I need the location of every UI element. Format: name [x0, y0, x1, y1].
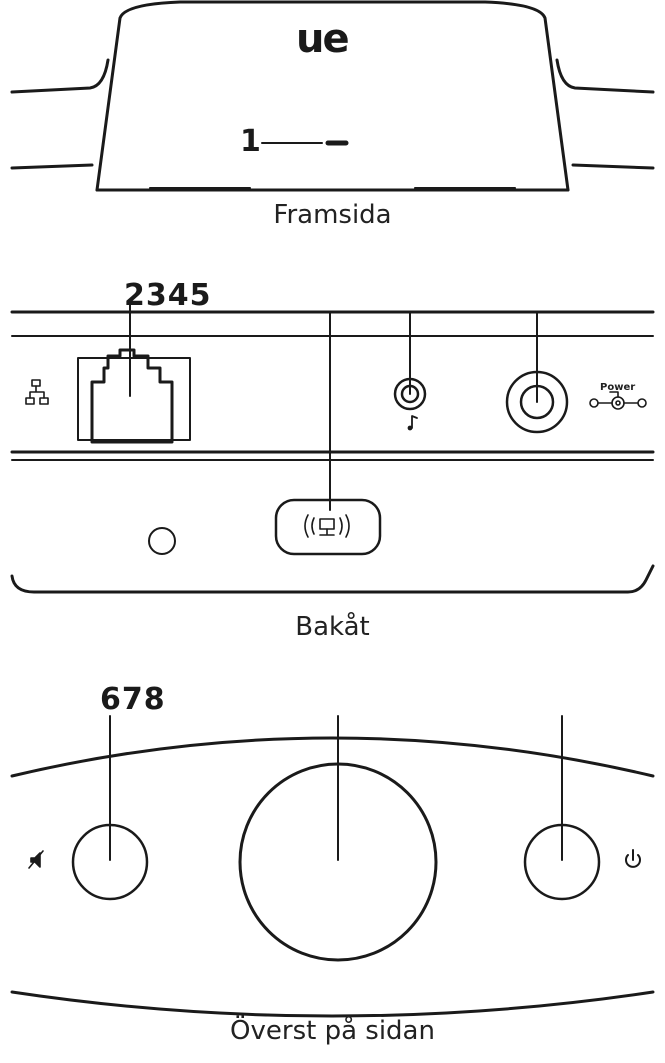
mute-button[interactable] — [71, 823, 149, 901]
front-callout-number: 1 — [240, 124, 262, 159]
ethernet-port[interactable] — [90, 348, 174, 444]
reset-pinhole[interactable] — [148, 527, 176, 555]
wireless-connect-icon — [304, 514, 350, 538]
top-lower-curve — [10, 990, 655, 1018]
top-view — [10, 715, 655, 1018]
audio-jack[interactable] — [393, 377, 427, 411]
front-left-strap-lower — [10, 163, 94, 170]
wireless-connect-button[interactable] — [274, 498, 382, 556]
back-lower-body — [10, 564, 655, 594]
power-icon — [625, 849, 641, 868]
top-upper-curve — [10, 736, 655, 778]
top-caption: Överst på sidan — [230, 1016, 435, 1046]
mute-icon — [28, 850, 44, 869]
volume-wheel[interactable] — [238, 762, 438, 962]
power-label: Power — [600, 382, 636, 393]
ue-logo: ue — [296, 16, 350, 62]
power-button[interactable] — [523, 823, 601, 901]
audio-note-icon — [407, 415, 418, 431]
power-jack[interactable] — [505, 370, 569, 434]
front-left-strap — [10, 58, 110, 94]
front-right-strap — [555, 58, 655, 94]
front-caption: Framsida — [273, 200, 392, 230]
front-body — [95, 0, 570, 192]
front-right-strap-lower — [571, 163, 655, 170]
ethernet-port-frame — [77, 357, 191, 441]
ethernet-icon — [25, 379, 49, 405]
back-caption: Bakåt — [295, 612, 370, 642]
top-callout-numbers: 678 — [100, 682, 166, 717]
back-callout-numbers: 2345 — [124, 278, 212, 313]
power-dc-icon — [589, 391, 647, 410]
front-view — [10, 0, 655, 192]
back-view — [10, 303, 655, 594]
